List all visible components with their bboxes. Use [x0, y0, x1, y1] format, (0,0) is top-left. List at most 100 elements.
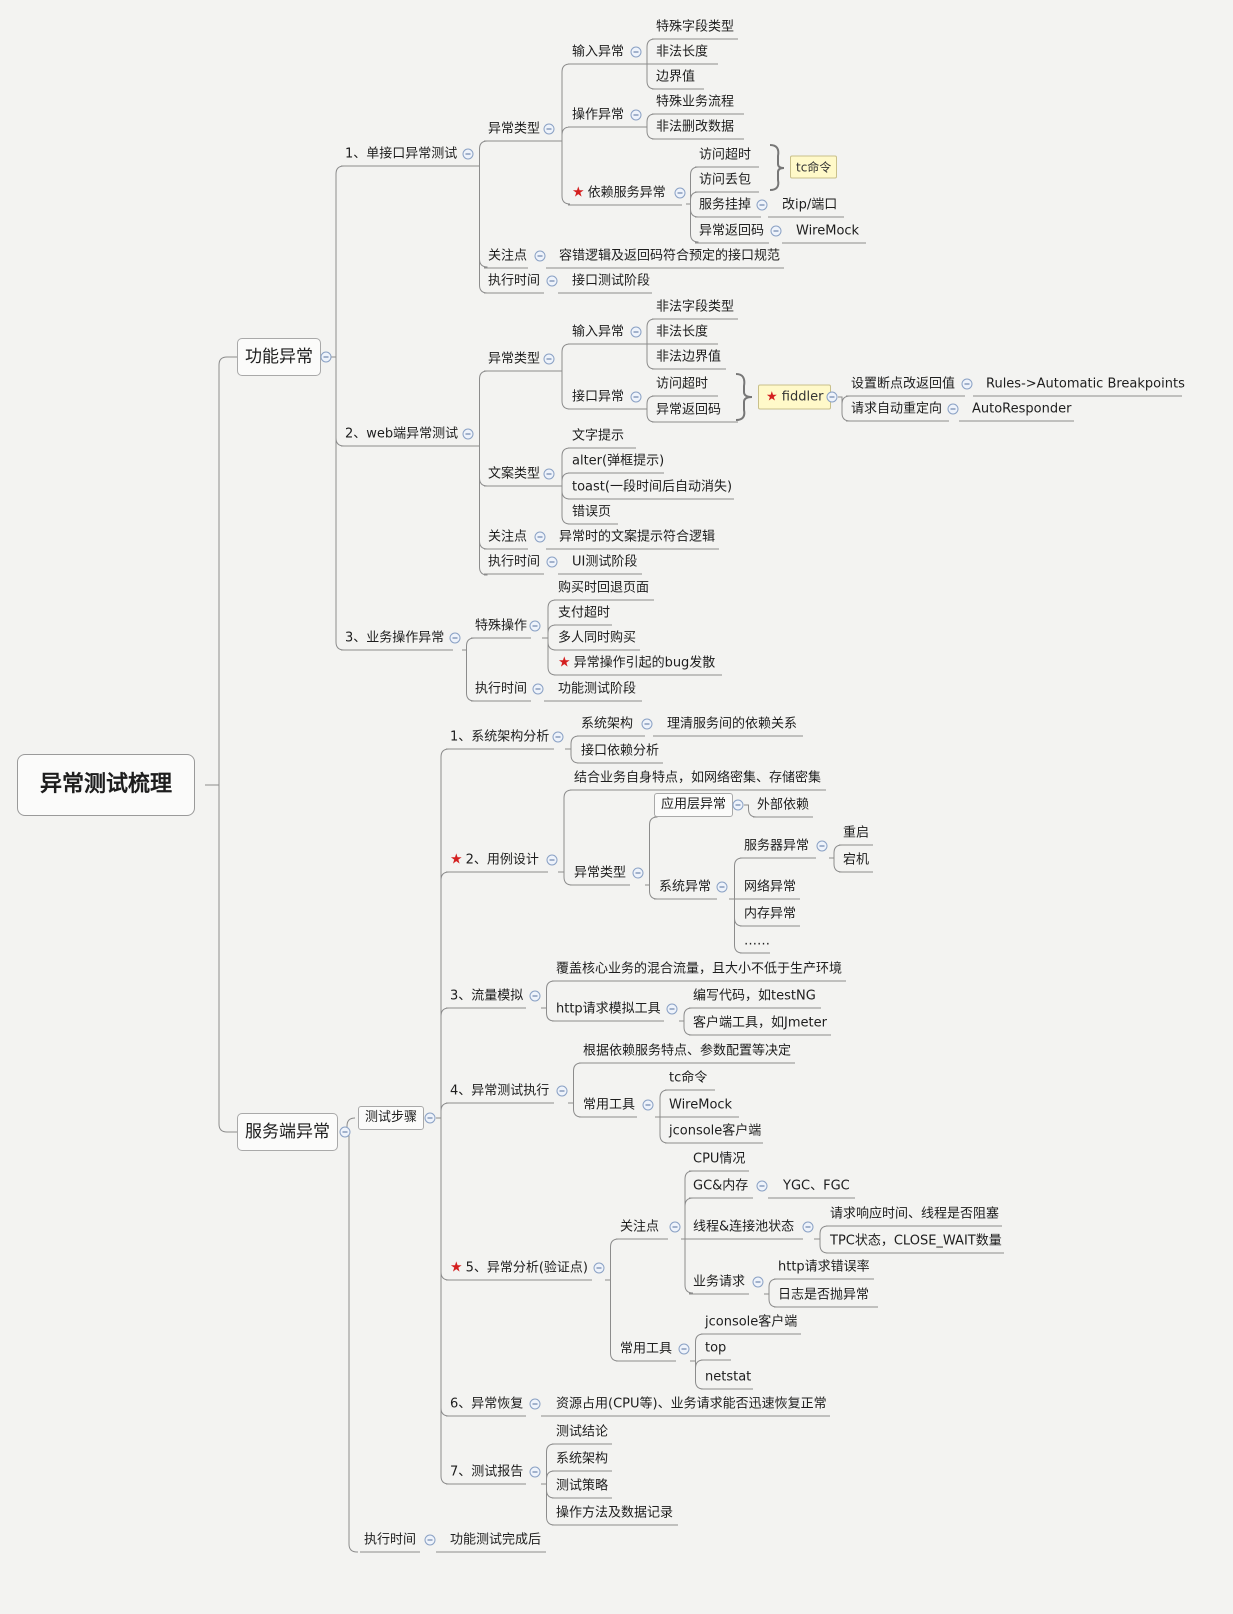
server-exec-time-value[interactable]: 功能测试完成后 [450, 1532, 541, 1549]
case-memory[interactable]: 内存异常 [744, 906, 796, 923]
report-collapse-toggle-icon[interactable] [529, 1466, 541, 1478]
report-0[interactable]: 测试结论 [556, 1424, 608, 1441]
traffic[interactable]: 3、流量模拟 [450, 988, 523, 1005]
single-api-test[interactable]: 1、单接口异常测试 [345, 146, 457, 163]
web-test-collapse-toggle-icon[interactable] [462, 428, 474, 440]
report-1[interactable]: 系统架构 [556, 1451, 608, 1468]
traffic-http-collapse-toggle-icon[interactable] [666, 1003, 678, 1015]
single-api-types-collapse-toggle-icon[interactable] [543, 123, 555, 135]
web-input-0[interactable]: 非法字段类型 [656, 299, 734, 316]
recover-collapse-toggle-icon[interactable] [529, 1398, 541, 1410]
web-focus[interactable]: 关注点 [488, 529, 527, 546]
server-steps[interactable]: 测试步骤 [358, 1106, 425, 1130]
web-redirect[interactable]: 请求自动重定向 [851, 401, 942, 418]
analysis-biz-1[interactable]: 日志是否抛异常 [778, 1287, 869, 1304]
server-exec-time-collapse-toggle-icon[interactable] [424, 1534, 436, 1546]
traffic-code[interactable]: 编写代码，如testNG [693, 988, 816, 1005]
single-op-0[interactable]: 特殊业务流程 [656, 94, 734, 111]
single-exec-value[interactable]: 接口测试阶段 [572, 273, 650, 290]
case-sys[interactable]: 系统异常 [659, 879, 711, 896]
analysis-tools-collapse-toggle-icon[interactable] [678, 1343, 690, 1355]
web-breakpoint-collapse-toggle-icon[interactable] [961, 378, 973, 390]
single-op[interactable]: 操作异常 [572, 107, 624, 124]
analysis-collapse-toggle-icon[interactable] [593, 1262, 605, 1274]
web-api-0[interactable]: 访问超时 [656, 376, 708, 393]
arch[interactable]: 1、系统架构分析 [450, 729, 549, 746]
traffic-cover[interactable]: 覆盖核心业务的混合流量，且大小不低于生产环境 [556, 961, 842, 978]
web-copy[interactable]: 文案类型 [488, 466, 540, 483]
biz-exec[interactable]: 执行时间 [475, 681, 527, 698]
fiddler-callout[interactable]: ★ fiddler [758, 384, 832, 410]
case-collapse-toggle-icon[interactable] [546, 854, 558, 866]
single-focus-value[interactable]: 容错逻辑及返回码符合预定的接口规范 [559, 248, 780, 265]
web-api[interactable]: 接口异常 [572, 389, 624, 406]
topic-functional[interactable]: 功能异常 [237, 338, 321, 376]
single-input-1[interactable]: 非法长度 [656, 44, 708, 61]
web-copy-2[interactable]: toast(一段时间后自动消失) [572, 479, 732, 496]
case-restart[interactable]: 重启 [843, 825, 869, 842]
case-crash[interactable]: 宕机 [843, 852, 869, 869]
case-types[interactable]: 异常类型 [574, 865, 626, 882]
biz-test-collapse-toggle-icon[interactable] [449, 632, 461, 644]
web-breakpoint-value[interactable]: Rules->Automatic Breakpoints [986, 376, 1185, 393]
single-dep-code[interactable]: 异常返回码 [699, 223, 764, 240]
biz-special-3[interactable]: ★异常操作引起的bug发散 [558, 655, 715, 672]
single-dep-collapse-toggle-icon[interactable] [674, 187, 686, 199]
web-copy-1[interactable]: alter(弹框提示) [572, 453, 664, 470]
fiddler-collapse-toggle-icon[interactable] [826, 391, 838, 403]
web-test[interactable]: 2、web端异常测试 [345, 426, 458, 443]
analysis-thread-collapse-toggle-icon[interactable] [802, 1221, 814, 1233]
analysis-focus[interactable]: 关注点 [620, 1219, 659, 1236]
exec-tool-1[interactable]: WireMock [669, 1097, 732, 1114]
traffic-collapse-toggle-icon[interactable] [529, 990, 541, 1002]
analysis-focus-collapse-toggle-icon[interactable] [669, 1221, 681, 1233]
analysis-gc-collapse-toggle-icon[interactable] [756, 1180, 768, 1192]
biz-special[interactable]: 特殊操作 [475, 618, 527, 635]
functional-collapse-toggle-icon[interactable] [320, 351, 332, 363]
exec-tools[interactable]: 常用工具 [583, 1097, 635, 1114]
web-api-1[interactable]: 异常返回码 [656, 402, 721, 419]
web-breakpoint[interactable]: 设置断点改返回值 [851, 376, 955, 393]
web-focus-collapse-toggle-icon[interactable] [534, 531, 546, 543]
root-topic[interactable]: 异常测试梳理 [17, 754, 196, 816]
single-dep-loss[interactable]: 访问丢包 [699, 172, 751, 189]
web-copy-3[interactable]: 错误页 [572, 504, 611, 521]
single-api-collapse-toggle-icon[interactable] [462, 148, 474, 160]
exec[interactable]: 4、异常测试执行 [450, 1083, 549, 1100]
analysis-gc[interactable]: GC&内存 [693, 1178, 748, 1195]
recover-value[interactable]: 资源占用(CPU等)、业务请求能否迅速恢复正常 [556, 1396, 827, 1413]
single-input-collapse-toggle-icon[interactable] [630, 46, 642, 58]
web-input[interactable]: 输入异常 [572, 324, 624, 341]
analysis-biz-collapse-toggle-icon[interactable] [752, 1276, 764, 1288]
arch-sys[interactable]: 系统架构 [581, 716, 633, 733]
analysis-biz-0[interactable]: http请求错误率 [778, 1259, 870, 1276]
server-exec-time[interactable]: 执行时间 [364, 1532, 416, 1549]
single-op-collapse-toggle-icon[interactable] [630, 109, 642, 121]
analysis-tool-0[interactable]: jconsole客户端 [705, 1314, 797, 1331]
web-input-collapse-toggle-icon[interactable] [630, 326, 642, 338]
analysis-thread[interactable]: 线程&连接池状态 [693, 1219, 794, 1236]
single-input-0[interactable]: 特殊字段类型 [656, 19, 734, 36]
single-api-types[interactable]: 异常类型 [488, 121, 540, 138]
report-2[interactable]: 测试策略 [556, 1478, 608, 1495]
case-app-collapse-toggle-icon[interactable] [732, 799, 744, 811]
analysis-tool-2[interactable]: netstat [705, 1369, 751, 1386]
biz-test[interactable]: 3、业务操作异常 [345, 630, 444, 647]
traffic-client[interactable]: 客户端工具，如Jmeter [693, 1015, 827, 1032]
topic-server[interactable]: 服务端异常 [237, 1113, 338, 1151]
biz-exec-collapse-toggle-icon[interactable] [532, 683, 544, 695]
web-exec[interactable]: 执行时间 [488, 554, 540, 571]
analysis-cpu[interactable]: CPU情况 [693, 1151, 745, 1168]
report[interactable]: 7、测试报告 [450, 1464, 523, 1481]
case[interactable]: ★2、用例设计 [450, 852, 539, 869]
arch-collapse-toggle-icon[interactable] [552, 731, 564, 743]
web-input-1[interactable]: 非法长度 [656, 324, 708, 341]
single-dep-down-fix[interactable]: 改ip/端口 [782, 197, 837, 214]
analysis-tools[interactable]: 常用工具 [620, 1341, 672, 1358]
single-op-1[interactable]: 非法删改数据 [656, 119, 734, 136]
web-exec-collapse-toggle-icon[interactable] [546, 556, 558, 568]
arch-sys-collapse-toggle-icon[interactable] [641, 718, 653, 730]
single-exec[interactable]: 执行时间 [488, 273, 540, 290]
report-3[interactable]: 操作方法及数据记录 [556, 1505, 673, 1522]
single-dep-code-collapse-toggle-icon[interactable] [770, 225, 782, 237]
